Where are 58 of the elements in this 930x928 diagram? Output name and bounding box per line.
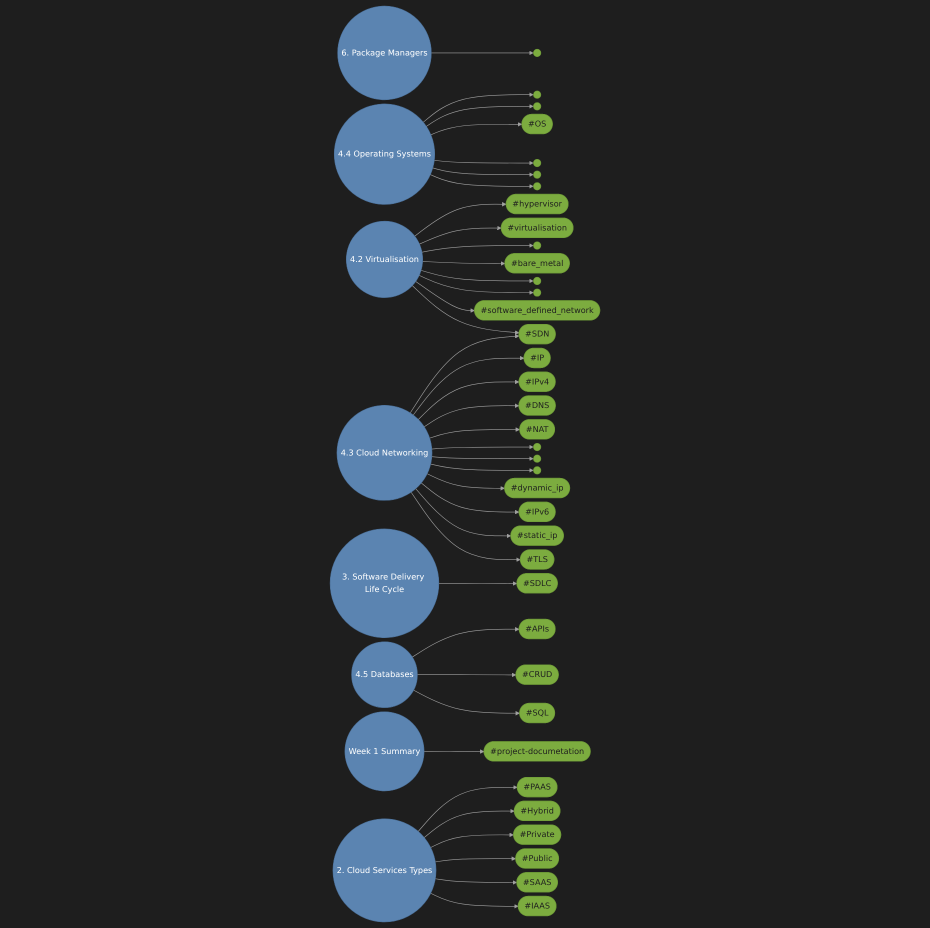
node-circle: [533, 170, 542, 179]
arrow: [438, 581, 518, 586]
arrow: [410, 334, 520, 414]
node-circle: [533, 288, 542, 297]
node-circle: Week 1 Summary: [344, 711, 424, 792]
arrow: [422, 261, 506, 266]
arrow: [418, 380, 520, 420]
arrow: [413, 690, 520, 716]
arrow: [422, 243, 534, 252]
arrow: [415, 281, 475, 313]
arrow: [430, 122, 522, 136]
arrow: [417, 672, 516, 678]
arrow: [426, 104, 534, 127]
node-circle: [533, 182, 542, 190]
arrow: [430, 832, 514, 848]
node-circle: 4.5 Databases: [351, 642, 418, 708]
node-circle: 4.3 Cloud Networking: [336, 405, 432, 501]
node-circle: [533, 443, 542, 452]
arrow: [432, 444, 534, 450]
arrow: [435, 856, 516, 862]
node-circle: 3. Software Delivery Life Cycle: [330, 528, 440, 638]
arrow: [410, 492, 521, 562]
node-circle: [533, 242, 542, 250]
node-circle: [533, 466, 542, 474]
arrow: [424, 404, 520, 428]
arrow: [426, 473, 505, 491]
arrow: [422, 92, 534, 122]
node-circle: [533, 276, 542, 286]
arrow: [424, 749, 484, 754]
arrow: [431, 50, 534, 56]
arrow: [429, 427, 520, 438]
arrow: [430, 174, 534, 189]
arrow: [430, 464, 534, 473]
node-circle: 2. Cloud Services Types: [332, 818, 436, 922]
arrow: [432, 168, 534, 177]
arrow: [430, 892, 519, 909]
arrow: [414, 202, 506, 236]
arrow: [418, 275, 534, 295]
arrow: [415, 488, 512, 538]
arrow: [418, 785, 518, 832]
node-circle: [533, 102, 542, 110]
arrow: [424, 808, 515, 838]
arrow: [435, 878, 518, 885]
arrow: [412, 356, 524, 416]
arrow: [432, 456, 534, 461]
node-circle: [533, 90, 542, 99]
arrow: [421, 482, 520, 514]
arrow: [420, 270, 534, 284]
arrow: [434, 160, 534, 166]
node-circle: 4.2 Virtualisation: [346, 220, 423, 298]
arrow: [419, 226, 502, 244]
node-circle: 6. Package Managers: [337, 6, 432, 100]
node-circle: [533, 454, 542, 463]
node-circle: [533, 48, 542, 57]
arrow: [412, 627, 520, 658]
node-circle: 4.4 Operating Systems: [334, 104, 436, 205]
node-circle: [533, 158, 542, 168]
arrow: [412, 285, 520, 335]
